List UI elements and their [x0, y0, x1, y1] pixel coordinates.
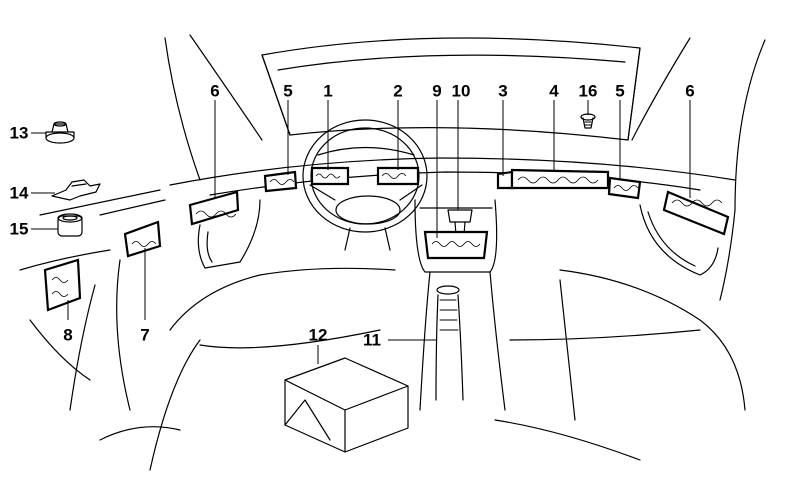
callout-15: 15 — [9, 219, 29, 239]
callout-10: 10 — [451, 81, 471, 101]
trim-panel-7 — [123, 220, 162, 258]
trim-panel-6-right — [662, 190, 730, 236]
leader-lines — [31, 100, 691, 364]
callout-5-right: 5 — [615, 81, 625, 101]
callout-6-left: 6 — [210, 81, 220, 101]
part-12-box — [284, 357, 409, 453]
callout-3: 3 — [498, 81, 508, 101]
callout-8: 8 — [63, 325, 73, 345]
part-15-grommet — [57, 213, 83, 237]
callout-9: 9 — [432, 81, 442, 101]
callout-16: 16 — [578, 81, 598, 101]
trim-panel-1 — [310, 166, 350, 186]
trim-panel-4 — [510, 168, 610, 190]
callout-14: 14 — [9, 183, 29, 203]
trim-panel-8 — [43, 258, 82, 312]
callout-11: 11 — [363, 330, 381, 350]
callout-1: 1 — [323, 81, 333, 101]
callout-6-right: 6 — [685, 81, 695, 101]
part-13-nut — [45, 121, 75, 144]
trim-panel-5-right — [607, 176, 642, 200]
trim-panels — [43, 166, 730, 312]
part-16-screw — [580, 113, 596, 129]
callout-2: 2 — [393, 81, 403, 101]
callout-13: 13 — [9, 123, 29, 143]
part-14-clip — [51, 179, 101, 201]
callout-12: 12 — [308, 325, 328, 345]
trim-panel-3 — [496, 170, 514, 190]
callout-7: 7 — [140, 325, 150, 345]
trim-panel-5-left — [263, 170, 298, 193]
trim-panel-6-left — [188, 190, 240, 226]
trim-panel-9-10 — [423, 230, 489, 260]
callout-4: 4 — [549, 81, 559, 101]
callout-5-left: 5 — [283, 81, 293, 101]
